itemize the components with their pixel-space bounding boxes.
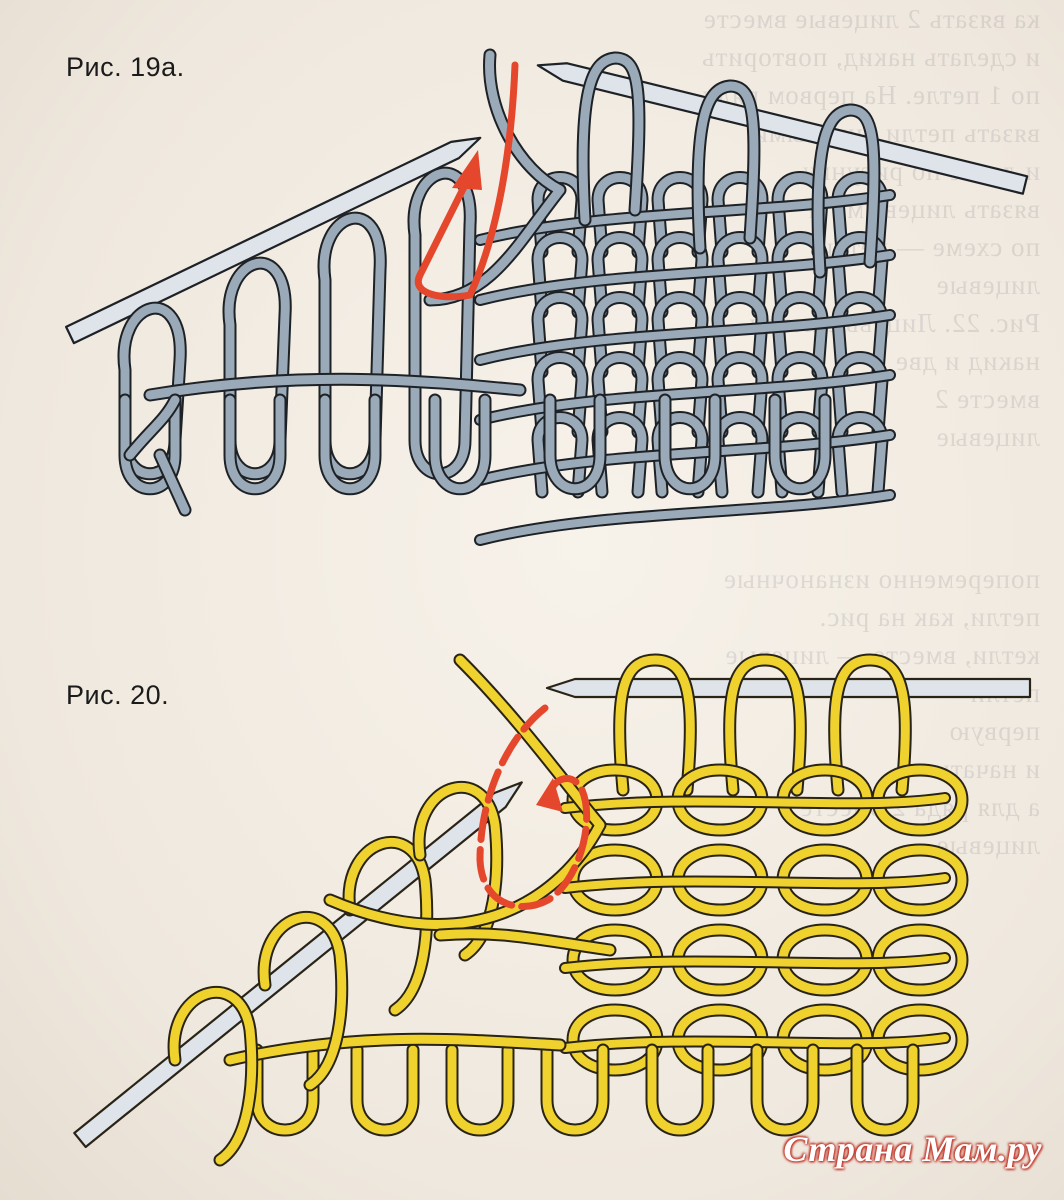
right-needle-loop-1 xyxy=(691,79,761,255)
bottom-row-yarn xyxy=(223,1032,567,1067)
arrow-20 xyxy=(476,704,591,910)
bottom-loop-4 xyxy=(645,1043,715,1137)
figure-20-caption: Рис. 20. xyxy=(66,680,170,710)
bottom-loop-0 xyxy=(118,393,182,496)
site-watermark-logo: Страна Мам.ру xyxy=(783,1129,1042,1169)
left-needle xyxy=(73,781,523,1149)
right-needle xyxy=(536,62,1029,195)
left-needle-loop-2 xyxy=(317,211,387,481)
fabric-ring-3 xyxy=(871,763,969,837)
bottom-loop-0 xyxy=(250,1043,320,1137)
fabric-row-2 xyxy=(559,952,951,974)
left-needle-loop-2 xyxy=(342,835,434,1017)
working-yarn xyxy=(323,653,607,931)
left-needle xyxy=(65,136,482,345)
fabric-ring-15 xyxy=(871,1003,969,1077)
left-needle-loop-1 xyxy=(222,256,292,481)
right-needle-loop-2 xyxy=(828,653,912,797)
left-needle-loop-1 xyxy=(257,910,349,1092)
fabric-ring-7 xyxy=(871,843,969,917)
fabric-row-1 xyxy=(559,872,951,894)
fabric-row-5 xyxy=(474,489,896,546)
bottom-loop-3 xyxy=(428,393,492,496)
tail-yarn xyxy=(123,393,192,517)
bottom-loop-6 xyxy=(850,1043,920,1137)
fabric-row-3 xyxy=(559,1032,951,1054)
left-needle-loop-0 xyxy=(117,301,187,481)
figure-19a-caption: Рис. 19а. xyxy=(66,52,185,82)
bottom-loop-2 xyxy=(318,393,382,496)
bottom-loop-4 xyxy=(543,393,607,496)
right-needle-loop-2 xyxy=(811,103,881,279)
left-needle-loop-0 xyxy=(167,985,259,1167)
fabric-row-4 xyxy=(474,429,896,486)
right-needle-loop-0 xyxy=(613,653,697,797)
bottom-loop-5 xyxy=(750,1043,820,1137)
fabric-row-1 xyxy=(474,249,896,306)
bottom-loop-5 xyxy=(658,393,722,496)
right-needle-loop-1 xyxy=(723,653,807,797)
fabric-ring-11 xyxy=(871,923,969,997)
bottom-loop-1 xyxy=(350,1043,420,1137)
bottom-loop-3 xyxy=(540,1043,610,1137)
bottom-row-yarn xyxy=(143,372,527,402)
fabric-row-0 xyxy=(559,792,951,814)
fabric-row-3 xyxy=(474,369,896,426)
arrow-19a xyxy=(414,61,519,301)
bottom-loop-1 xyxy=(223,393,287,496)
figure-19a-knitting-diagram xyxy=(65,48,1029,546)
right-needle-loop-0 xyxy=(576,51,646,227)
working-yarn-lower xyxy=(433,927,617,957)
bottom-loop-6 xyxy=(768,393,832,496)
left-needle-loop-3 xyxy=(407,166,477,481)
bottom-loop-2 xyxy=(445,1043,515,1137)
fabric-row-2 xyxy=(474,309,896,366)
right-needle xyxy=(545,677,1032,699)
